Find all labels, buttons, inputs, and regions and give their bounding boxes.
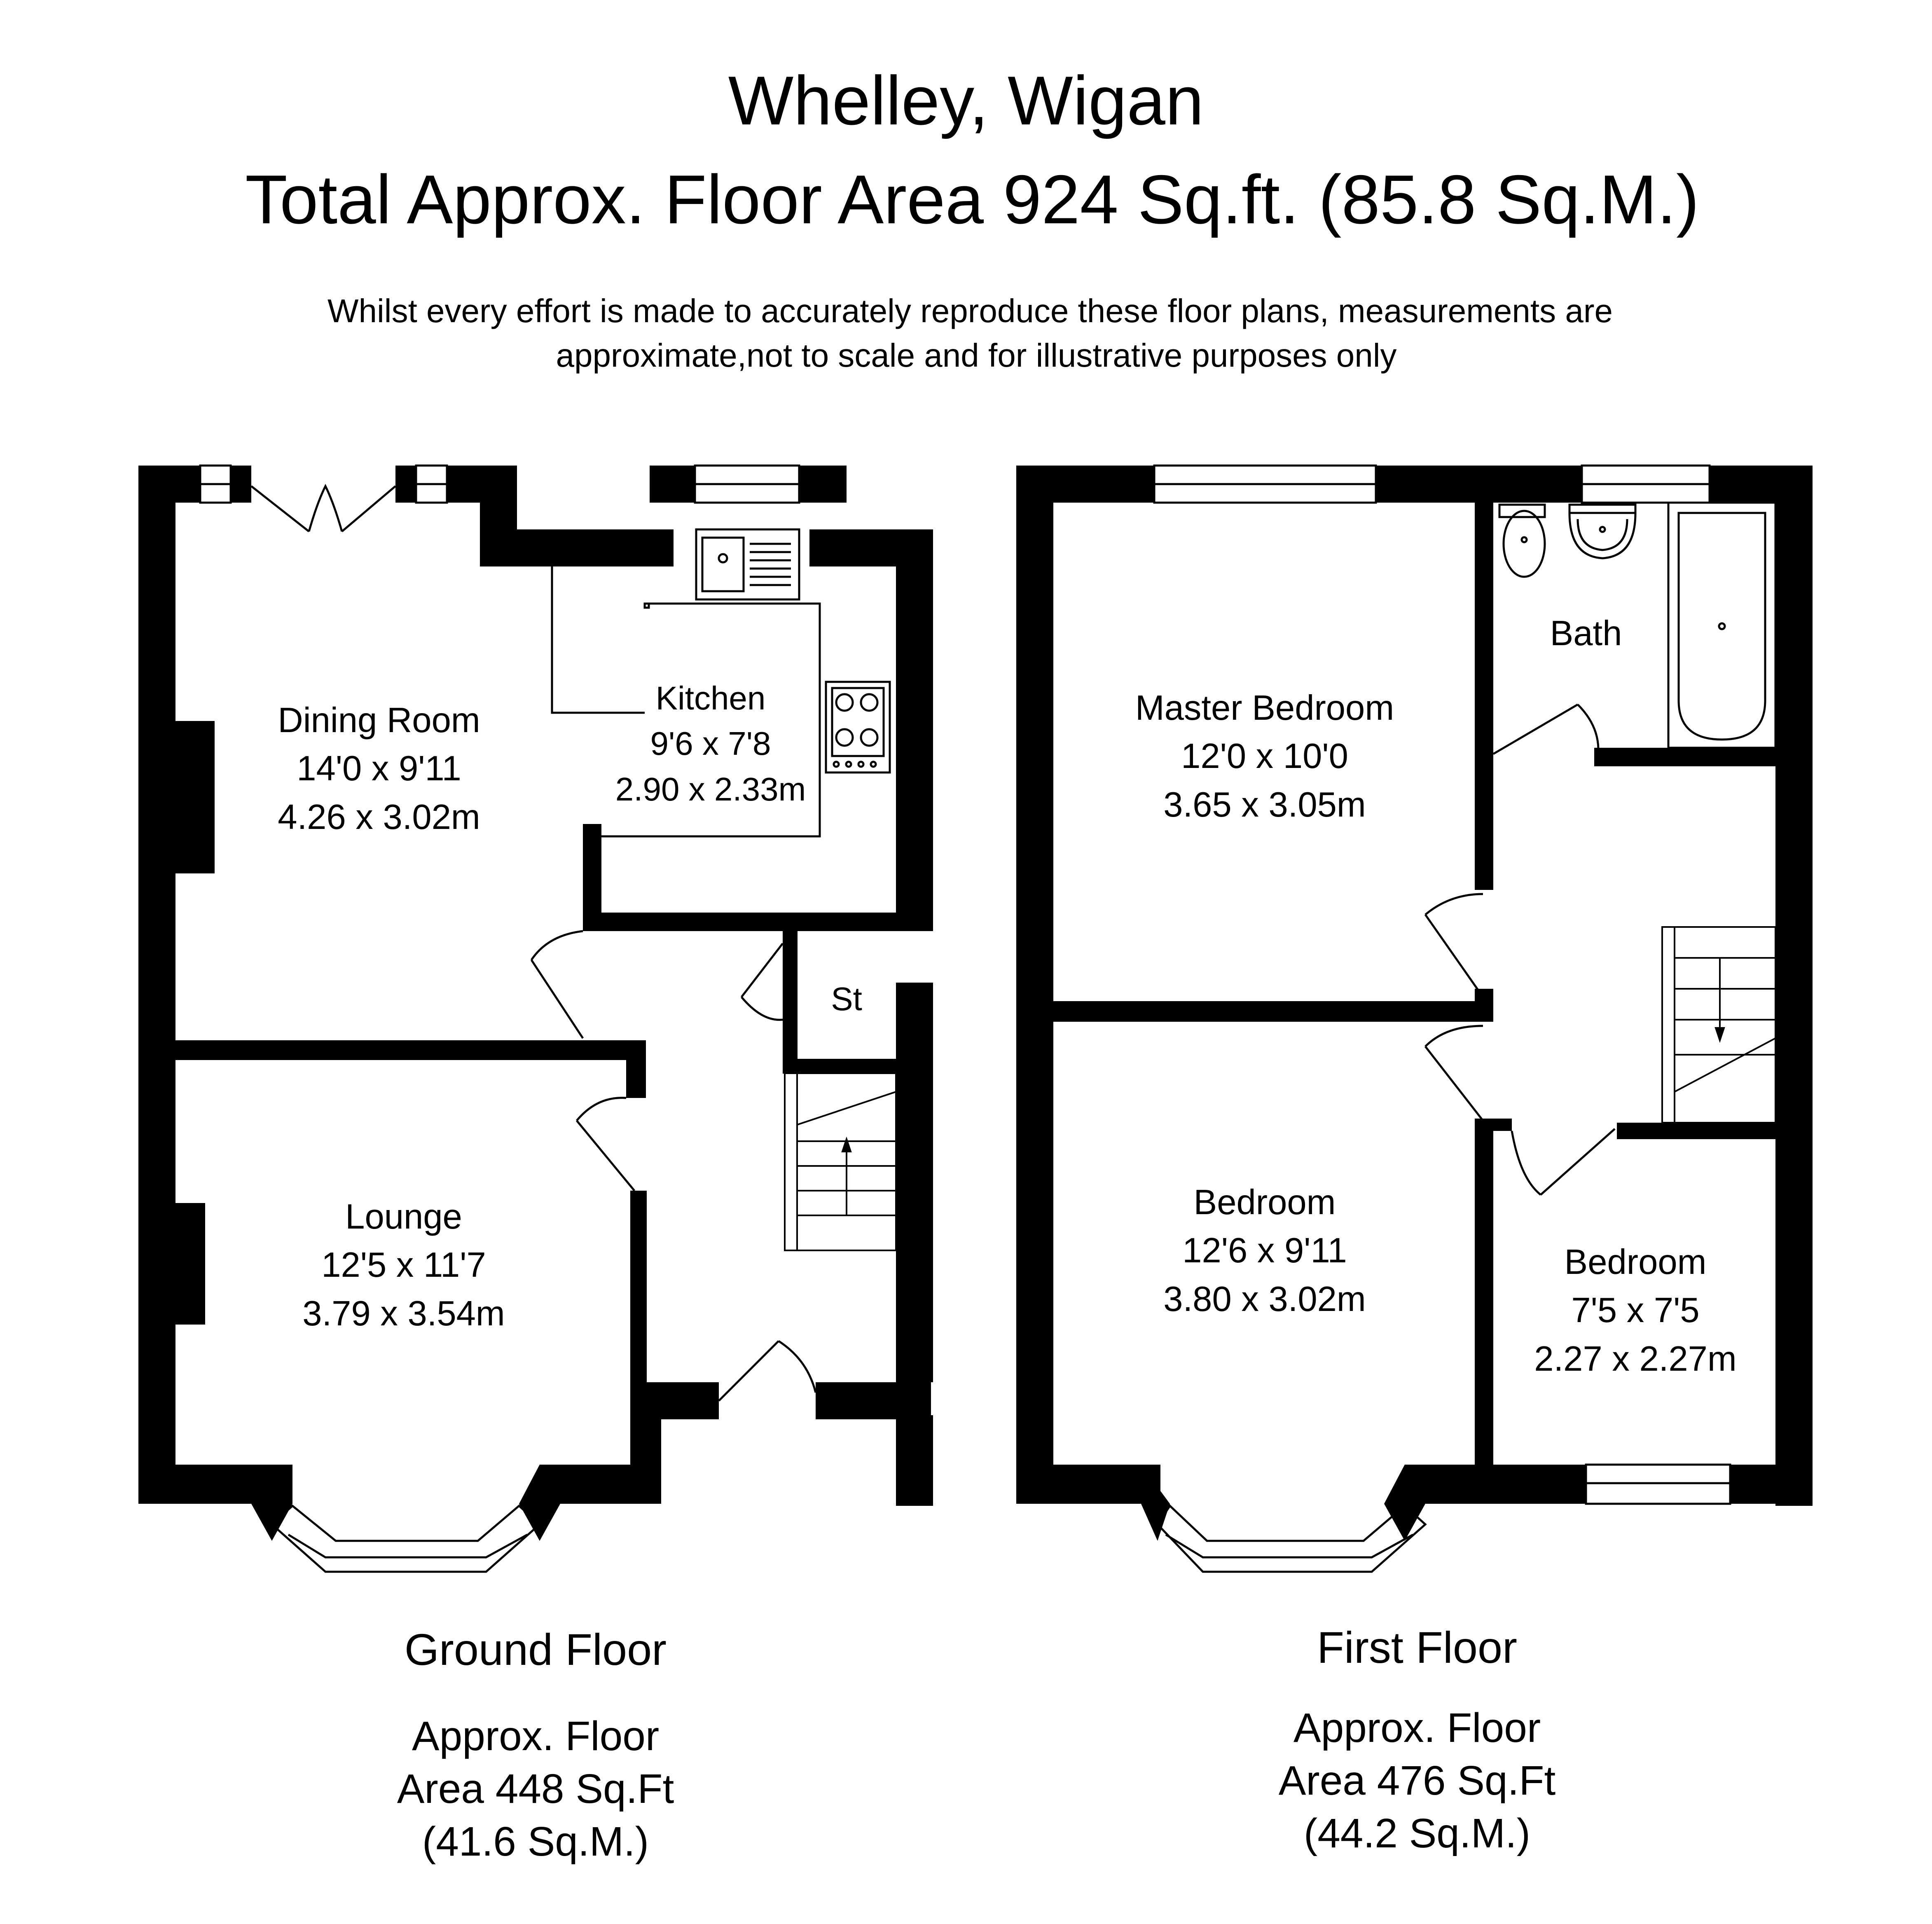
- lounge-name: Lounge: [345, 1197, 462, 1236]
- first-floor-stairs: [1661, 926, 1776, 1124]
- room-label-lounge: Lounge 12'5 x 11'7 3.79 x 3.54m: [247, 1193, 560, 1338]
- page-title: Whelley, Wigan: [728, 62, 1204, 139]
- disclaimer-line-1: Whilst every effort is made to accuratel…: [327, 293, 1613, 329]
- lounge-metric: 3.79 x 3.54m: [302, 1294, 505, 1333]
- first-floor-windows: [1153, 464, 1731, 1573]
- bathroom-fixtures: [1498, 501, 1777, 749]
- room-label-bedroom-3: Bedroom 7'5 x 7'5 2.27 x 2.27m: [1493, 1238, 1778, 1383]
- dining-room-metric: 4.26 x 3.02m: [278, 797, 480, 837]
- master-bedroom-name: Master Bedroom: [1135, 688, 1394, 728]
- first-floor-plan: [1016, 464, 1813, 1573]
- ground-floor-french-doors: [250, 484, 396, 532]
- bath-label: Bath: [1550, 614, 1622, 653]
- kitchen-metric: 2.90 x 2.33m: [615, 770, 806, 808]
- kitchen-imperial: 9'6 x 7'8: [650, 725, 771, 762]
- ground-floor-windows: [199, 464, 800, 1573]
- first-floor-title: First Floor: [1317, 1622, 1517, 1672]
- bedroom-2-imperial: 12'6 x 9'11: [1182, 1231, 1347, 1271]
- first-floor-area-line-2: Area 476 Sq.Ft: [1278, 1758, 1556, 1804]
- room-label-bedroom-2: Bedroom 12'6 x 9'11 3.80 x 3.02m: [1079, 1178, 1450, 1323]
- room-label-dining-room: Dining Room 14'0 x 9'11 4.26 x 3.02m: [227, 696, 531, 841]
- bedroom-3-imperial: 7'5 x 7'5: [1571, 1291, 1700, 1330]
- total-floor-area: Total Approx. Floor Area 924 Sq.ft. (85.…: [245, 161, 1699, 238]
- ground-floor-plan: [138, 464, 933, 1573]
- room-label-kitchen: Kitchen 9'6 x 7'8 2.90 x 2.33m: [601, 676, 820, 812]
- ground-floor-area-line-2: Area 448 Sq.Ft: [397, 1766, 674, 1812]
- ground-floor-area-line-1: Approx. Floor: [412, 1713, 660, 1759]
- ground-floor-area: Approx. Floor Area 448 Sq.Ft (41.6 Sq.M.…: [350, 1710, 721, 1868]
- bedroom-3-name: Bedroom: [1564, 1243, 1707, 1282]
- bedroom-2-metric: 3.80 x 3.02m: [1163, 1279, 1366, 1319]
- store-label: St: [831, 981, 862, 1017]
- first-floor-area-line-3: (44.2 Sq.M.): [1303, 1810, 1531, 1856]
- first-floor-walls: [1016, 466, 1813, 1541]
- dining-room-imperial: 14'0 x 9'11: [297, 749, 461, 789]
- room-label-master-bedroom: Master Bedroom 12'0 x 10'0 3.65 x 3.05m: [1079, 684, 1450, 829]
- bedroom-2-name: Bedroom: [1193, 1183, 1336, 1222]
- disclaimer-line-2: approximate,not to scale and for illustr…: [556, 337, 1397, 374]
- kitchen-name: Kitchen: [655, 680, 766, 716]
- bedroom-3-metric: 2.27 x 2.27m: [1534, 1339, 1737, 1379]
- ground-floor-doors: [530, 930, 817, 1402]
- ground-floor-stairs: [784, 1072, 897, 1251]
- kitchen-units: [551, 528, 891, 838]
- first-floor-doors: [1424, 703, 1616, 1196]
- ground-floor-area-line-3: (41.6 Sq.M.): [422, 1819, 649, 1865]
- first-floor-area-line-1: Approx. Floor: [1293, 1705, 1541, 1751]
- ground-floor-title: Ground Floor: [404, 1624, 667, 1674]
- lounge-imperial: 12'5 x 11'7: [321, 1245, 486, 1285]
- dining-room-name: Dining Room: [278, 701, 480, 740]
- master-bedroom-imperial: 12'0 x 10'0: [1181, 737, 1348, 776]
- ground-floor-walls: [138, 466, 933, 1541]
- master-bedroom-metric: 3.65 x 3.05m: [1163, 785, 1366, 824]
- first-floor-area: Approx. Floor Area 476 Sq.Ft (44.2 Sq.M.…: [1232, 1702, 1602, 1860]
